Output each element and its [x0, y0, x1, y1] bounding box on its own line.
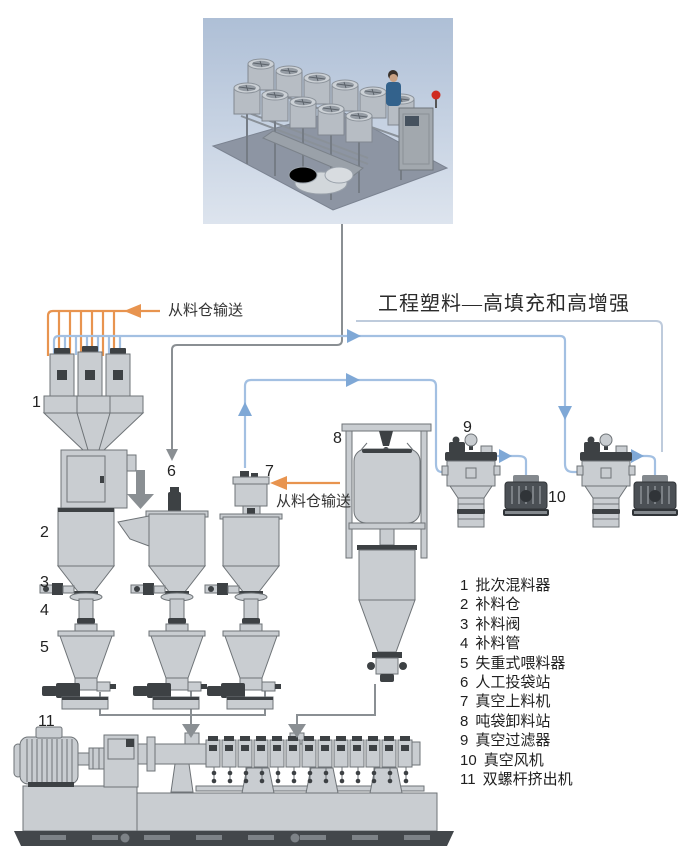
- big-bag-unloading-station: [341, 423, 432, 682]
- feeder-train-a: [39, 565, 117, 710]
- blue-arrow-up-icon: [238, 402, 252, 416]
- orange-arrow-left-icon: [270, 476, 287, 490]
- feeder-train-c: [204, 565, 282, 710]
- marker-8: 8: [333, 430, 342, 447]
- marker-6: 6: [167, 463, 176, 480]
- legend-label: 补料仓: [475, 596, 521, 614]
- batch-mixer: [42, 346, 145, 509]
- feeder-train-b: [130, 565, 208, 710]
- legend-label: 人工投袋站: [475, 674, 551, 692]
- vacuum-blower-2: [631, 474, 678, 517]
- orange-arrow-left-icon: [124, 304, 141, 318]
- legend-label: 批次混料器: [475, 577, 551, 594]
- diagram-title: 工程塑料—高填充和高增强: [378, 293, 630, 315]
- vacuum-loader: [219, 471, 283, 567]
- control-cabinet: [398, 90, 441, 171]
- blue-arrow-down-icon: [558, 406, 572, 420]
- refill-silo-a: [57, 507, 115, 567]
- gray-arrow-down-icon: [166, 449, 178, 461]
- orange-feed-lines: [46, 304, 340, 490]
- blue-arrow-right-icon: [631, 449, 644, 463]
- blue-arrow-right-icon: [347, 329, 361, 343]
- extruder-motor: [13, 726, 79, 787]
- legend-label: 补料管: [475, 635, 521, 653]
- marker-11: 11: [38, 713, 55, 730]
- legend-label: 补料阀: [475, 615, 521, 633]
- vacuum-filter-1: [441, 433, 501, 528]
- manual-bag-dump-station: [117, 487, 209, 567]
- marker-2: 2: [40, 524, 49, 541]
- vacuum-blower-1: [502, 474, 550, 517]
- blue-vacuum-lines: [52, 320, 663, 481]
- legend-label: 吨袋卸料站: [475, 712, 551, 730]
- vacuum-filter-2: [576, 433, 636, 528]
- legend-label: 双螺杆挤出机: [482, 771, 573, 789]
- machine-3d-render: [203, 18, 453, 224]
- marker-9: 9: [463, 419, 472, 436]
- legend-label: 真空过滤器: [475, 732, 551, 750]
- blue-arrow-right-icon: [346, 373, 360, 387]
- marker-5: 5: [40, 639, 49, 656]
- feed-arrow-down-icon: [288, 724, 306, 738]
- twin-screw-extruder: [13, 726, 454, 846]
- legend-label: 真空风机: [483, 751, 544, 769]
- extruder-gearbox: [103, 734, 139, 788]
- blue-arrow-right-icon: [499, 449, 512, 463]
- beacon-light: [431, 90, 441, 100]
- extruder-barrel-segments: [205, 736, 421, 784]
- marker-1: 1: [32, 394, 41, 411]
- legend-label: 失重式喂料器: [475, 654, 566, 672]
- marker-4: 4: [40, 602, 49, 619]
- marker-3: 3: [40, 574, 49, 591]
- feed-label-middle: 从料仓输送: [276, 493, 352, 510]
- manual-dump-arrow-icon: [127, 470, 154, 509]
- feed-arrow-down-icon: [182, 724, 200, 738]
- marker-10: 10: [548, 489, 566, 506]
- feed-label-top: 从料仓输送: [168, 302, 244, 319]
- operator-person: [386, 70, 401, 106]
- legend-label: 真空上料机: [475, 693, 551, 711]
- marker-7: 7: [265, 463, 274, 480]
